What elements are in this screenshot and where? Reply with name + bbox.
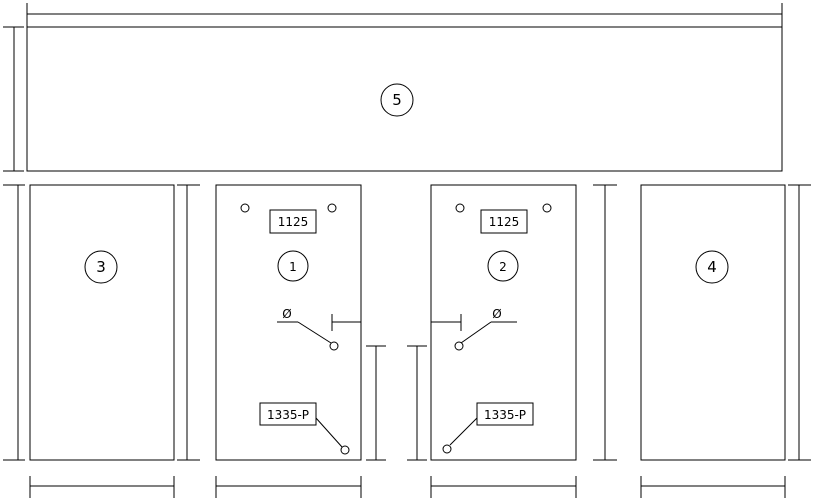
- panel-1-hole-top-left: [240, 203, 250, 213]
- panel-1: 1125 1 Ø 1335-P: [215, 184, 362, 461]
- panel-5-callout: [380, 83, 414, 117]
- panel-3-outline: [29, 184, 175, 461]
- panel-2-part-box: [480, 209, 528, 234]
- panel-1-hole-mid: [329, 341, 339, 351]
- panel-2-hole-top-left: [455, 203, 465, 213]
- dimension-panel-3-height-right: [177, 184, 200, 461]
- dimension-panel-4-height-left: [593, 184, 617, 461]
- panel-1-part-label: 1125: [278, 215, 309, 229]
- panel-1-hole-top-right: [327, 203, 337, 213]
- panel-2-leader-diagonal: [460, 321, 492, 344]
- dimension-panel-3-width: [29, 476, 175, 498]
- dimension-panel-1-width: [215, 476, 362, 498]
- panel-1-callout: [277, 250, 309, 282]
- panel-4-outline: [640, 184, 786, 461]
- panel-2-diameter-symbol: Ø: [492, 307, 501, 321]
- dimension-panel-4-height-right: [788, 184, 811, 461]
- panel-2-part-label: 1125: [489, 215, 520, 229]
- dimension-panel-2-hinge-height: [407, 345, 427, 461]
- panel-5-number: 5: [392, 91, 402, 109]
- panel-5: 5: [26, 26, 783, 172]
- panel-5-outline: [26, 26, 783, 172]
- panel-2-hole-mid: [454, 341, 464, 351]
- panel-1-hole-bottom: [340, 445, 350, 455]
- panel-2-hinge-label: 1335-P: [484, 408, 526, 422]
- panel-3-number: 3: [96, 258, 106, 276]
- panel-4-callout: [695, 250, 729, 284]
- panel-1-diameter-symbol: Ø: [282, 307, 291, 321]
- panel-2-callout: [487, 250, 519, 282]
- panel-2-hinge-leader: [449, 417, 478, 446]
- panel-1-leader-diagonal: [297, 321, 332, 344]
- panel-1-hinge-leader: [315, 417, 343, 448]
- dimension-panel-4-width: [640, 476, 786, 498]
- panel-1-part-box: [269, 209, 317, 234]
- panel-1-hinge-box: [259, 402, 317, 426]
- panel-2: 1125 2 Ø 1335-P: [430, 184, 577, 461]
- dimension-top-width: [26, 3, 783, 27]
- dimension-panel-1-hinge-height: [366, 345, 386, 461]
- panel-3: 3: [29, 184, 175, 461]
- panel-4-number: 4: [707, 258, 717, 276]
- dimension-panel-3-height-left: [3, 184, 25, 461]
- panel-2-hole-top-right: [542, 203, 552, 213]
- panel-2-hinge-box: [476, 402, 534, 426]
- panel-1-hinge-label: 1335-P: [267, 408, 309, 422]
- dimension-panel-2-width: [430, 476, 577, 498]
- panel-3-callout: [84, 250, 118, 284]
- panel-2-number: 2: [499, 260, 507, 274]
- panel-4: 4: [640, 184, 786, 461]
- panel-2-hole-bottom: [442, 444, 452, 454]
- dimension-top-height: [3, 26, 24, 172]
- panel-1-number: 1: [289, 260, 297, 274]
